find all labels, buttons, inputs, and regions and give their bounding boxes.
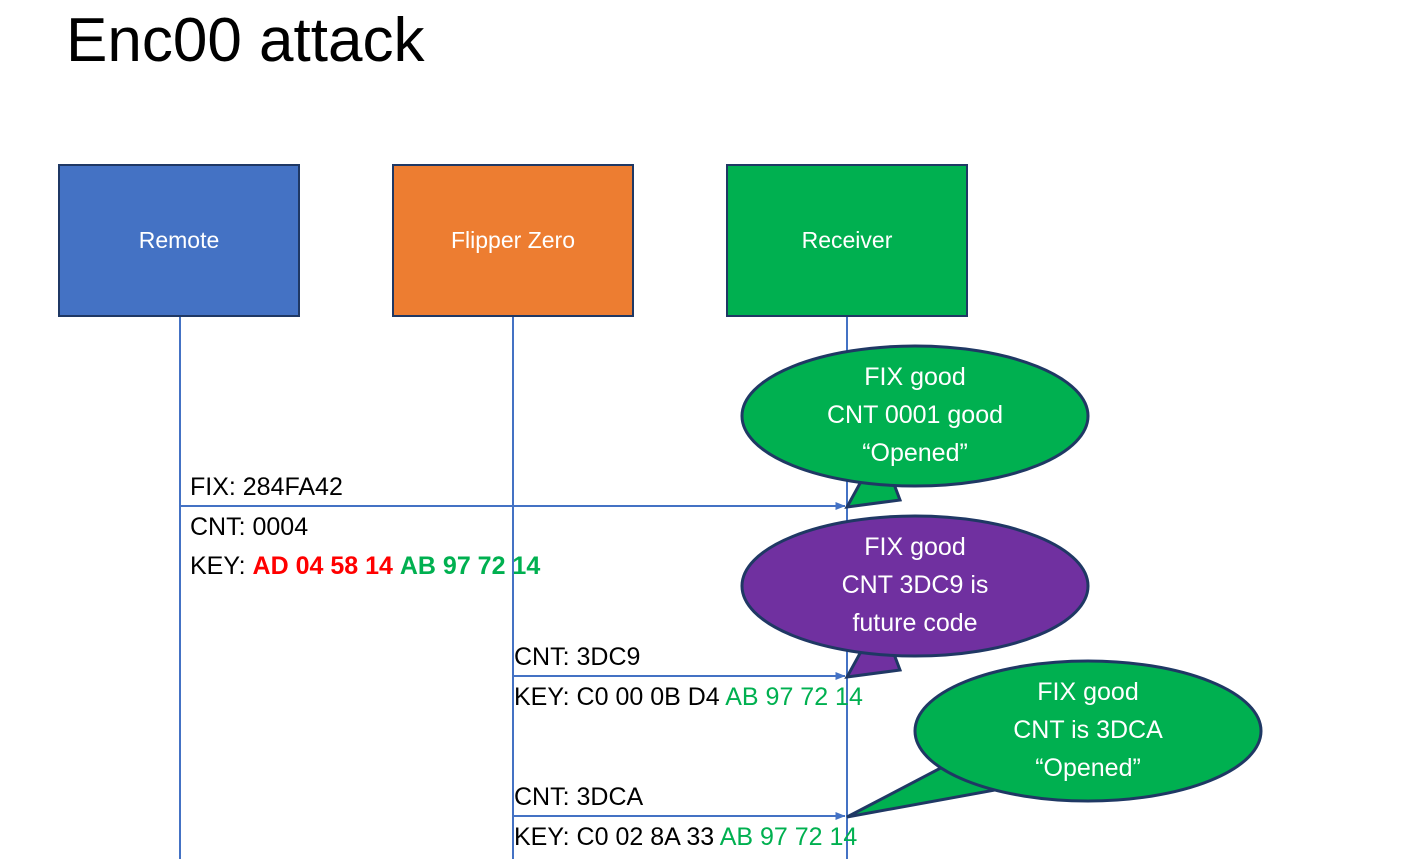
speech-bubble-3-line-2: CNT is 3DCA xyxy=(1013,716,1163,744)
speech-bubble-1-line-1: FIX good xyxy=(864,363,966,391)
message-2-key: KEY: C0 00 0B D4 AB 97 72 14 xyxy=(514,678,863,717)
actor-box-receiver[interactable]: Receiver xyxy=(726,164,968,317)
message-1-fix: FIX: 284FA42 xyxy=(190,473,343,501)
speech-bubble-1-text: FIX good CNT 0001 good “Opened” xyxy=(742,358,1088,472)
actor-box-remote[interactable]: Remote xyxy=(58,164,300,317)
speech-bubble-1-line-2: CNT 0001 good xyxy=(826,401,1004,429)
message-3-key-label: KEY: C0 02 8A 33 xyxy=(514,823,720,851)
message-2-key-green: AB 97 72 14 xyxy=(725,683,863,711)
speech-bubble-3-line-1: FIX good xyxy=(1037,678,1139,706)
message-3-cnt: CNT: 3DCA xyxy=(514,783,644,811)
speech-bubble-1-line-3: “Opened” xyxy=(862,439,968,467)
message-3-key: KEY: C0 02 8A 33 AB 97 72 14 xyxy=(514,818,857,857)
message-1-key: KEY: AD 04 58 14 AB 97 72 14 xyxy=(190,547,540,586)
message-1-key-green: AB 97 72 14 xyxy=(399,552,541,580)
speech-bubble-2-line-2: CNT 3DC9 is xyxy=(841,571,989,599)
actor-box-flipper-zero[interactable]: Flipper Zero xyxy=(392,164,634,317)
speech-bubble-3-line-3: “Opened” xyxy=(1035,754,1141,782)
message-1-key-label: KEY: xyxy=(190,552,253,580)
actor-label-receiver: Receiver xyxy=(801,227,893,253)
actor-label-remote: Remote xyxy=(138,227,220,253)
speech-bubble-2-line-1: FIX good xyxy=(864,533,966,561)
page-title: Enc00 attack xyxy=(66,6,425,75)
message-2-key-label: KEY: C0 00 0B D4 xyxy=(514,683,726,711)
message-1-key-space xyxy=(393,552,400,580)
message-1-key-red: AD 04 58 14 xyxy=(252,552,393,580)
speech-bubble-3-text: FIX good CNT is 3DCA “Opened” xyxy=(915,673,1261,787)
speech-bubble-2-line-3: future code xyxy=(852,609,978,637)
actor-label-flipper-zero: Flipper Zero xyxy=(451,227,575,253)
message-1-cnt: CNT: 0004 xyxy=(190,513,309,541)
speech-bubble-2-text: FIX good CNT 3DC9 is future code xyxy=(742,528,1088,642)
message-2-cnt: CNT: 3DC9 xyxy=(514,643,641,671)
message-3-key-green: AB 97 72 14 xyxy=(719,823,858,851)
